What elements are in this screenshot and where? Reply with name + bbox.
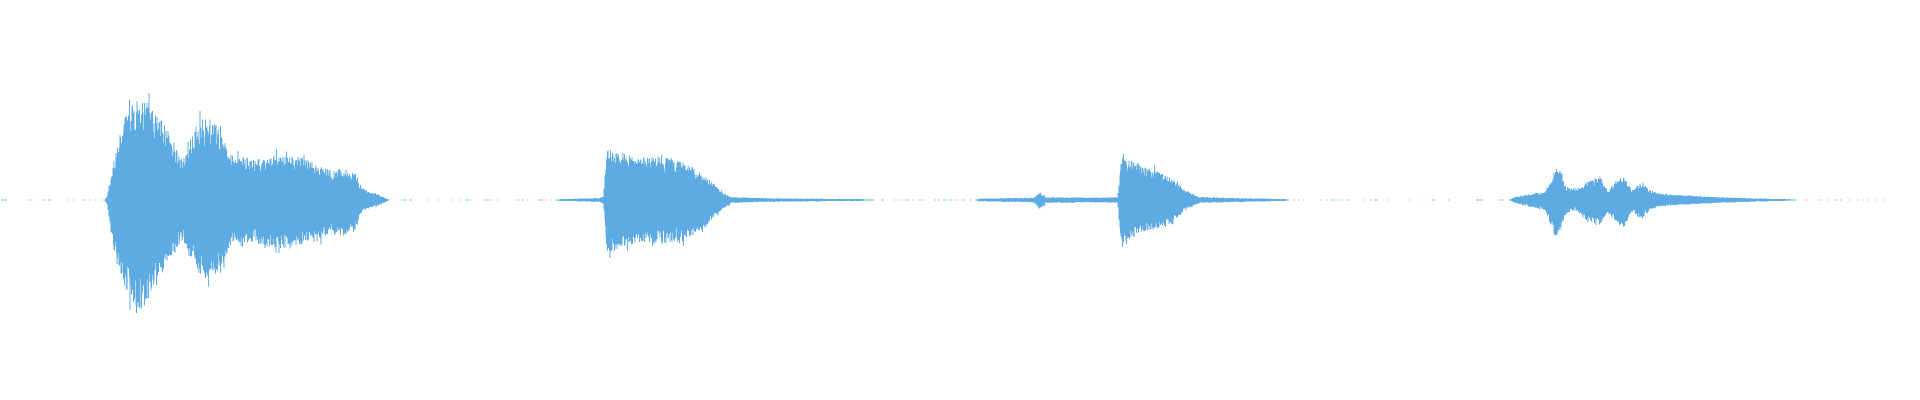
noise-floor-dots [1,199,1886,201]
silence-noise [1,199,1886,201]
waveform-envelope [104,93,1796,314]
waveform-bars [104,93,1796,314]
